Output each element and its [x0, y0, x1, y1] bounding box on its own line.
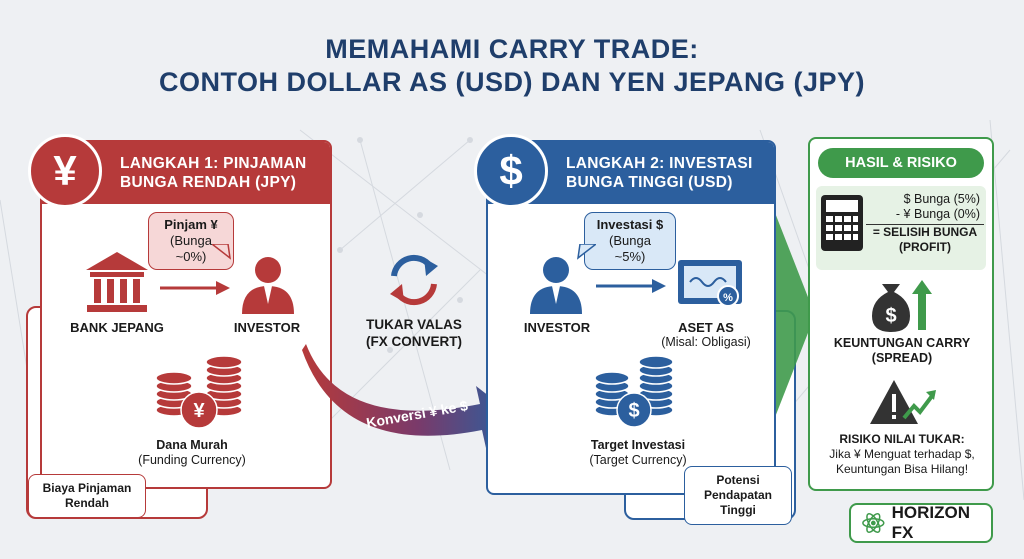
logo-text: HORIZON FX: [891, 503, 971, 542]
dollar-symbol-icon: $: [474, 134, 548, 208]
bank-icon: [86, 252, 148, 312]
target-investment-title: Target Investasi: [590, 438, 686, 452]
borrow-bubble-title: Pinjam ¥: [164, 217, 218, 232]
bubble-tail-icon-2: [576, 244, 596, 260]
target-investment-label: Target Investasi (Target Currency): [556, 438, 720, 468]
low-cost-note: Biaya Pinjaman Rendah: [28, 474, 146, 518]
arrow-right-icon-2: [596, 279, 666, 293]
fx-risk-title: RISIKO NILAI TUKAR:: [839, 432, 965, 446]
calc-usd-rate: $ Bunga (5%): [903, 192, 980, 206]
carry-profit-line2: (SPREAD): [871, 351, 933, 365]
page-title-line1: MEMAHAMI CARRY TRADE:: [325, 34, 699, 64]
high-income-note-line1: Potensi: [716, 473, 760, 487]
step1-heading-line2: BUNGA RENDAH (JPY): [120, 174, 297, 191]
us-asset-title: ASET AS: [678, 320, 734, 335]
step2-panel: LANGKAH 2: INVESTASI BUNGA TINGGI (USD): [486, 140, 776, 495]
fx-convert-label: TUKAR VALAS (FX CONVERT): [356, 316, 472, 350]
calc-jpy-rate: - ¥ Bunga (0%): [866, 207, 984, 225]
step2-heading-line2: BUNGA TINGGI (USD): [566, 174, 733, 191]
bank-japan-label: BANK JEPANG: [70, 320, 164, 335]
svg-text:%: %: [723, 292, 733, 304]
exchange-cycle-icon: [390, 254, 438, 306]
step1-heading-line1: LANGKAH 1: PINJAMAN: [120, 155, 307, 172]
dollar-coins-icon: $: [594, 355, 674, 428]
warning-icon: [870, 380, 936, 424]
svg-text:$: $: [628, 400, 639, 422]
investor-label-left: INVESTOR: [233, 320, 301, 335]
high-income-note: Potensi Pendapatan Tinggi: [684, 466, 792, 525]
calc-profit: (PROFIT): [899, 240, 951, 254]
borrow-bubble: Pinjam ¥ (Bunga ~0%): [148, 212, 234, 270]
page-title-line2: CONTOH DOLLAR AS (USD) DAN YEN JEPANG (J…: [158, 67, 866, 97]
invest-bubble-title: Investasi $: [596, 217, 664, 232]
money-bag-icon: $: [872, 280, 932, 332]
cheap-funds-title: Dana Murah: [156, 438, 228, 452]
horizon-fx-logo: HORIZON FX: [849, 503, 993, 543]
svg-text:¥: ¥: [193, 400, 205, 422]
fx-risk-line3: Keuntungan Bisa Hilang!: [835, 462, 969, 476]
chevron-arrow-icon: [770, 200, 815, 430]
calc-spread: = SELISIH BUNGA: [872, 225, 978, 239]
invest-bubble-rate: (Bunga ~5%): [609, 233, 651, 264]
low-cost-note-line1: Biaya Pinjaman: [42, 481, 132, 495]
calc-text: $ Bunga (5%) - ¥ Bunga (0%) = SELISIH BU…: [866, 192, 984, 255]
target-investment-sub: (Target Currency): [589, 453, 687, 467]
conversion-arrow-icon: [302, 344, 512, 448]
arrow-right-icon: [160, 281, 230, 295]
calculator-icon: [821, 195, 863, 251]
carry-profit-line1: KEUNTUNGAN CARRY: [833, 336, 971, 350]
carry-profit-label: KEUNTUNGAN CARRY (SPREAD): [812, 336, 992, 366]
high-income-note-line3: Tinggi: [720, 503, 756, 517]
fx-risk-line2: Jika ¥ Menguat terhadap $,: [829, 447, 975, 461]
atom-logo-icon: [862, 512, 885, 534]
us-asset-sub: (Misal: Obligasi): [661, 335, 751, 349]
low-cost-note-line2: Rendah: [64, 496, 109, 510]
results-heading: HASIL & RISIKO: [818, 148, 984, 178]
invest-bubble: Investasi $ (Bunga ~5%): [584, 212, 676, 270]
yen-symbol-icon: ¥: [28, 134, 102, 208]
cheap-funds-sub: (Funding Currency): [138, 453, 246, 467]
investor-label-right: INVESTOR: [523, 320, 591, 335]
svg-text:$: $: [885, 305, 896, 327]
fx-convert-line2: (FX CONVERT): [366, 334, 462, 349]
bond-certificate-icon: %: [678, 260, 742, 307]
step2-heading-line1: LANGKAH 2: INVESTASI: [566, 155, 753, 172]
bubble-tail-icon: [212, 244, 232, 260]
investor-icon: [242, 257, 294, 314]
high-income-note-line2: Pendapatan: [703, 488, 772, 502]
borrow-bubble-rate: (Bunga ~0%): [170, 233, 212, 264]
step1-panel: LANGKAH 1: PINJAMAN BUNGA RENDAH (JPY): [40, 140, 332, 489]
yen-coins-icon: ¥: [155, 355, 243, 429]
fx-risk-label: RISIKO NILAI TUKAR: Jika ¥ Menguat terha…: [810, 432, 994, 477]
fx-convert-line1: TUKAR VALAS: [366, 317, 462, 332]
investor-icon-2: [530, 257, 582, 314]
cheap-funds-label: Dana Murah (Funding Currency): [110, 438, 274, 468]
us-asset-label: ASET AS (Misal: Obligasi): [646, 320, 766, 350]
